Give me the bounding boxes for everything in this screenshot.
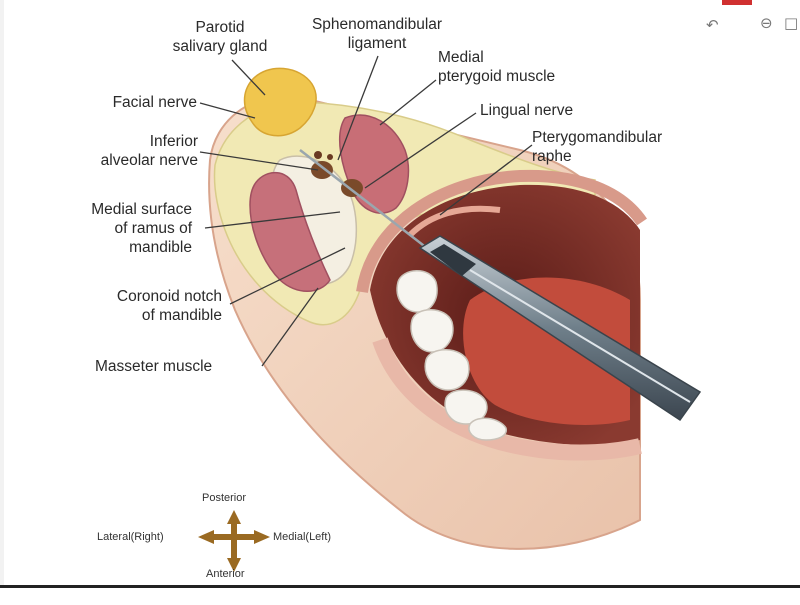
compass-anterior: Anterior [206, 568, 245, 580]
zoom-out-icon[interactable]: ⊖ [760, 14, 773, 32]
label-facial-nerve: Facial nerve [112, 94, 197, 111]
label-masseter-muscle: Masseter muscle [95, 358, 213, 375]
label-coronoid-notch: Coronoid notch of mandible [116, 288, 222, 324]
label-parotid-gland: Parotid salivary gland [172, 19, 268, 55]
undo-icon[interactable]: ↶ [706, 16, 719, 34]
leader-lines [199, 55, 533, 367]
compass-lateral: Lateral(Right) [97, 531, 164, 543]
compass-medial: Medial(Left) [273, 531, 332, 543]
label-inferior-alveolar-nerve: Inferior alveolar nerve [100, 133, 198, 169]
lingual-nerve-shape [341, 179, 363, 197]
viewer-toolbar: ↶ ⊖ □ [700, 12, 800, 42]
syringe [299, 149, 702, 422]
inferior-alveolar-nerve-shape [311, 161, 333, 179]
label-medial-surface-ramus: Medial surface of ramus of mandible [91, 201, 192, 256]
tongue-shape [463, 277, 630, 425]
red-indicator [722, 0, 752, 5]
orientation-compass [198, 510, 270, 572]
label-medial-pterygoid: Medial pterygoid muscle [438, 49, 556, 85]
lip-rim [356, 169, 647, 294]
left-edge [0, 0, 4, 585]
label-lingual-nerve: Lingual nerve [480, 102, 574, 119]
teeth [396, 270, 507, 441]
label-pterygomandibular-raphe: Pterygomandibular raphe [532, 129, 663, 165]
page-icon[interactable]: □ [784, 14, 799, 32]
bottom-border [0, 585, 800, 588]
masseter-shape [249, 171, 331, 292]
compass-posterior: Posterior [202, 492, 247, 504]
label-sphenomandibular-ligament: Sphenomandibular ligament [311, 16, 443, 52]
parotid-gland-shape [243, 67, 317, 137]
